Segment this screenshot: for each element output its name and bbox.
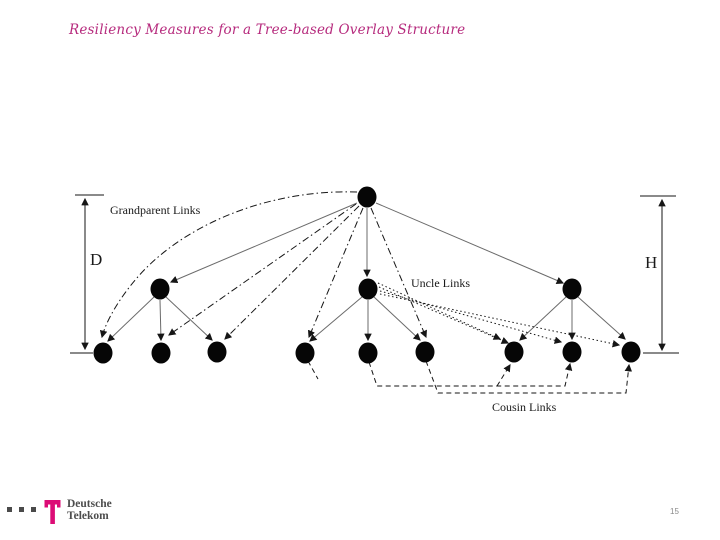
cousin-links-label: Cousin Links [492, 400, 557, 414]
leaf-5 [358, 342, 378, 364]
right-child-node [562, 278, 582, 300]
cousin-branch-leaf7 [496, 364, 511, 387]
tree-left-leaf1 [107, 296, 155, 342]
logo-dot-1 [7, 507, 12, 512]
grandparent-leaf2 [168, 203, 357, 336]
leaf-9 [621, 341, 641, 363]
tree-middle-leaf4 [309, 296, 363, 342]
height-label: H [645, 253, 657, 272]
telekom-t-icon [44, 500, 61, 524]
leaf-7 [504, 341, 524, 363]
page-number: 15 [670, 507, 679, 516]
grandparent-leaf4 [308, 207, 364, 339]
brand-text: Deutsche Telekom [67, 498, 112, 522]
brand-line-1: Deutsche [67, 498, 112, 510]
middle-child-node [358, 278, 378, 300]
leaf-6 [415, 341, 435, 363]
tree-left-leaf2 [157, 299, 165, 342]
cousin-leaf6-leaf9 [425, 360, 633, 394]
tree-root-left [169, 202, 358, 283]
tree-left-leaf3 [165, 296, 213, 341]
tree-middle-leaf6 [373, 296, 421, 341]
uncle-leaf7-a [377, 282, 502, 340]
logo-dot-3 [31, 507, 36, 512]
logo-dot-2 [19, 507, 24, 512]
root-node [357, 186, 377, 208]
leaf-1 [93, 342, 113, 364]
leaf-2 [151, 342, 171, 364]
diagram-nodes [93, 186, 641, 364]
grandparent-leaf6 [370, 207, 427, 339]
slide-title: Resiliency Measures for a Tree-based Ove… [69, 22, 466, 38]
depth-label: D [90, 250, 102, 269]
grandparent-arc-leaf1 [99, 191, 358, 339]
tree-right-leaf9 [577, 296, 626, 340]
grandparent-leaf3 [224, 205, 360, 340]
cousin-leaf4-stub [307, 360, 319, 380]
leaf-8 [562, 341, 582, 363]
leaf-3 [207, 341, 227, 363]
brand-line-2: Telekom [67, 510, 109, 522]
leaf-4 [295, 342, 315, 364]
uncle-leaf8 [379, 290, 563, 344]
tree-root-right [375, 202, 565, 284]
diagram-edges [70, 191, 679, 394]
uncle-links-label: Uncle Links [411, 276, 470, 290]
grandparent-links-label: Grandparent Links [110, 203, 201, 217]
uncle-leaf7-b [378, 286, 510, 344]
cousin-leaf5-leaf8 [368, 361, 573, 387]
left-child-node [150, 278, 170, 300]
tree-right-leaf7 [519, 296, 567, 341]
